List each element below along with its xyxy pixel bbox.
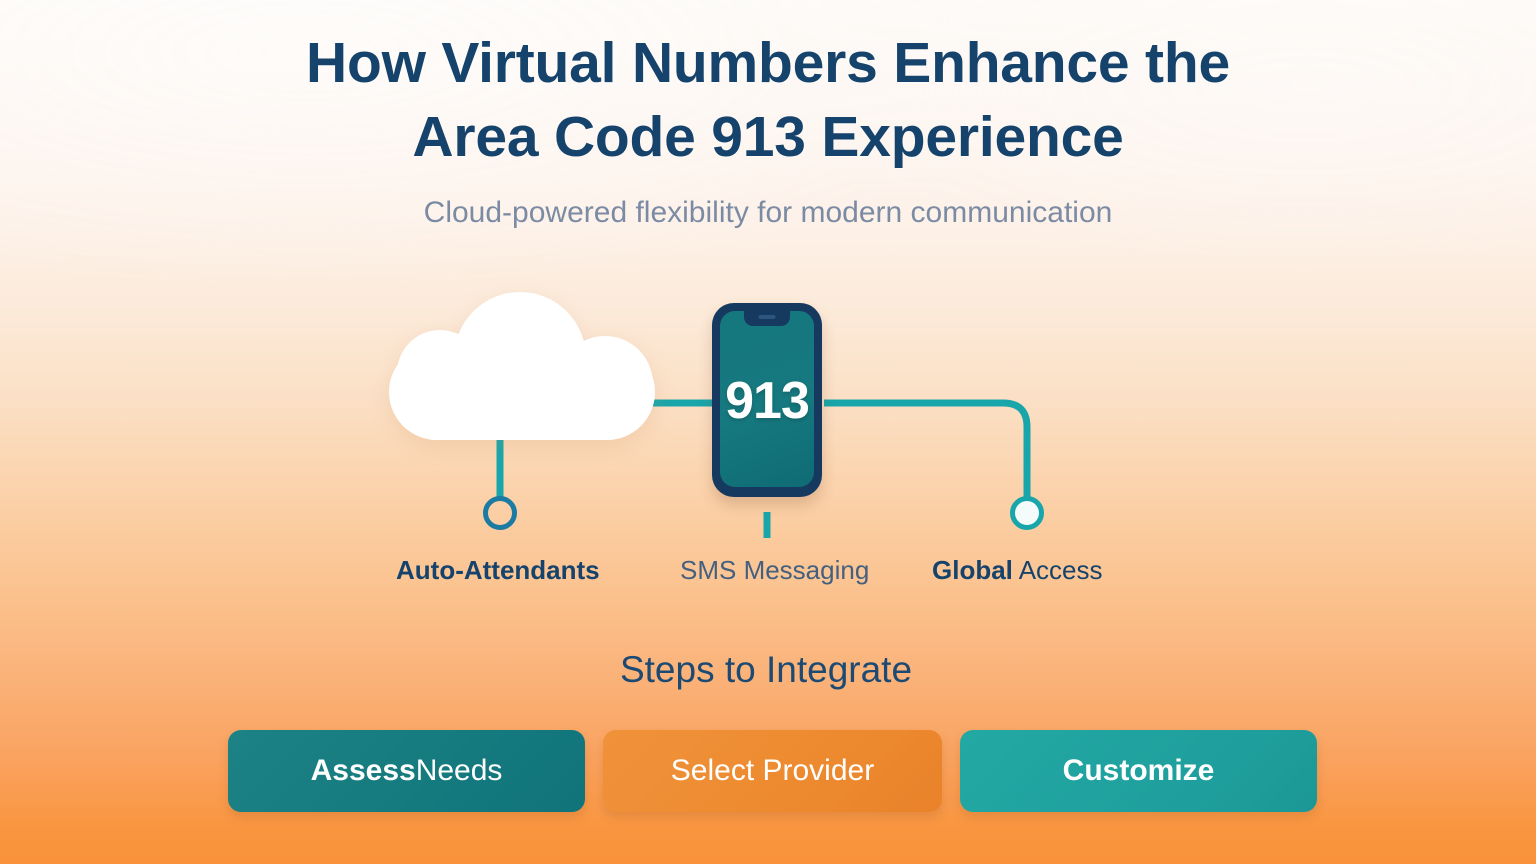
step-button-assess-needs[interactable]: Assess Needs (228, 730, 585, 812)
cloud-icon (389, 292, 655, 440)
area-code-value: 913 (725, 372, 810, 430)
page-title-line-1: How Virtual Numbers Enhance the (306, 31, 1230, 95)
phone-speaker-icon (758, 315, 776, 319)
step-button-select-provider[interactable]: Select Provider (603, 730, 942, 812)
feature-label-auto-attendants: Auto-Attendants (396, 551, 600, 589)
cloud-base (389, 344, 655, 440)
feature-3-light: Access (1012, 555, 1103, 585)
feature-2-light: SMS Messaging (680, 555, 870, 585)
auto-attendants-node[interactable] (483, 496, 517, 530)
step-1-strong: Assess (310, 754, 416, 787)
page-title-line-2: Area Code 913 Experience (412, 105, 1124, 169)
page-subtitle: Cloud-powered flexibility for modern com… (423, 196, 1113, 229)
phone-screen: 913 (720, 311, 814, 487)
header: How Virtual Numbers Enhance the Area Cod… (0, 26, 1536, 232)
steps-heading: Steps to Integrate (619, 649, 913, 690)
global-access-node[interactable] (1010, 496, 1044, 530)
feature-labels: Auto-Attendants SMS Messaging Global Acc… (0, 551, 1536, 593)
steps-button-row: Assess Needs Select Provider Customize (228, 730, 1317, 812)
step-1-light: Needs (415, 754, 503, 787)
step-2-light: Select Provider (670, 754, 875, 787)
step-3-strong: Customize (1062, 754, 1215, 787)
step-button-customize[interactable]: Customize (960, 730, 1317, 812)
feature-3-strong: Global (932, 555, 1013, 585)
phone-to-right-node-line (824, 399, 1031, 500)
feature-1-strong: Auto-Attendants (396, 555, 600, 585)
feature-label-sms-messaging: SMS Messaging (680, 551, 869, 589)
smartphone-icon: 913 (712, 303, 822, 497)
feature-label-global-access: Global Access (932, 551, 1103, 589)
page-title: How Virtual Numbers Enhance the Area Cod… (268, 26, 1268, 174)
